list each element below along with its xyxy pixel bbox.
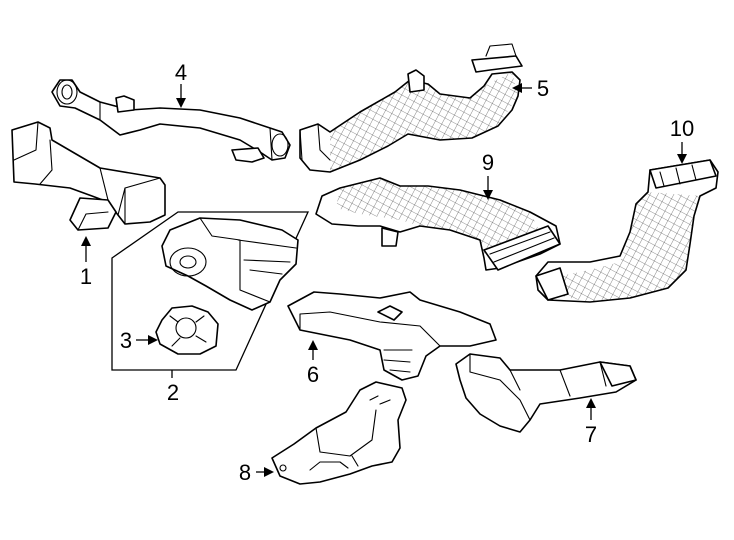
part-8-duct	[271, 381, 407, 485]
callout-3: 3	[120, 328, 132, 353]
part-4-tube	[51, 79, 291, 163]
part-9-duct	[315, 177, 561, 271]
part-1-duct	[11, 121, 166, 231]
callout-1: 1	[80, 264, 92, 289]
part-2-assembly-box	[111, 211, 310, 371]
callout-2: 2	[167, 380, 179, 405]
part-6-duct	[287, 291, 497, 381]
callout-4: 4	[175, 60, 187, 85]
callout-10: 10	[670, 116, 694, 141]
callout-leaders	[81, 83, 687, 477]
callout-7: 7	[585, 422, 597, 447]
callout-6: 6	[307, 362, 319, 387]
part-10-duct	[535, 159, 719, 303]
callout-labels: 1 2 3 4 5 6 7 8 9 10	[80, 60, 694, 485]
callout-9: 9	[482, 150, 494, 175]
callout-8: 8	[239, 460, 251, 485]
part-7-duct	[455, 353, 637, 433]
part-5-duct	[299, 43, 523, 173]
callout-5: 5	[537, 76, 549, 101]
